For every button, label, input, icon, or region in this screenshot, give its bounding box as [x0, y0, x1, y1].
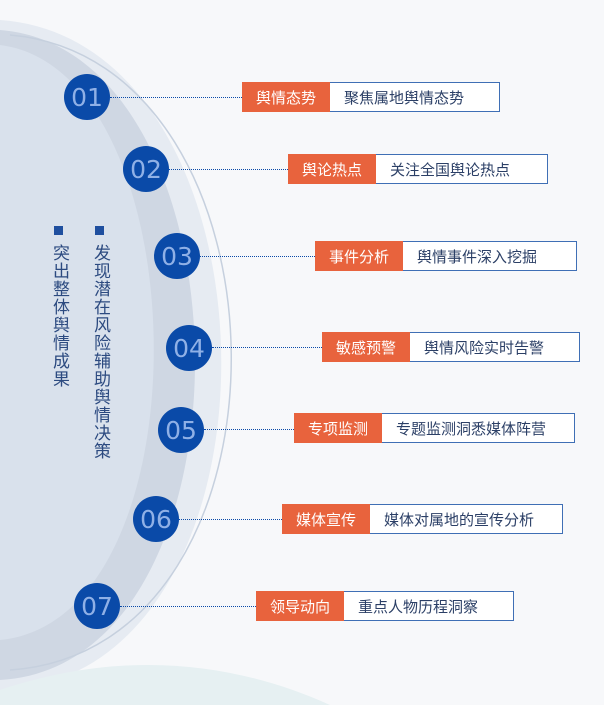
item-tag[interactable]: 专项监测 专题监测洞悉媒体阵营 [294, 413, 575, 443]
item-title: 事件分析 [315, 241, 404, 271]
number-circle: 07 [74, 583, 120, 629]
left-label-text: 突出整体舆情成果 [49, 244, 69, 388]
item-desc: 关注全国舆论热点 [390, 160, 511, 179]
item-tag[interactable]: 事件分析 舆情事件深入挖掘 [315, 241, 577, 271]
item-title: 舆情态势 [242, 82, 331, 112]
number-circle: 02 [123, 146, 169, 192]
number-circle: 01 [64, 74, 110, 120]
item-title: 舆论热点 [288, 154, 377, 184]
number-circle: 05 [158, 407, 204, 453]
square-bullet-icon [54, 226, 63, 235]
item-title: 媒体宣传 [282, 504, 371, 534]
number-circle: 06 [133, 496, 179, 542]
item-desc: 重点人物历程洞察 [358, 597, 479, 616]
item-title: 敏感预警 [322, 332, 411, 362]
item-title: 领导动向 [256, 591, 345, 621]
left-label-text: 发现潜在风险辅助舆情决策 [90, 244, 110, 460]
square-bullet-icon [95, 226, 104, 235]
left-label-col-1: 突出整体舆情成果 [48, 226, 69, 388]
item-tag[interactable]: 舆情态势 聚焦属地舆情态势 [242, 82, 500, 112]
item-tag[interactable]: 敏感预警 舆情风险实时告警 [322, 332, 580, 362]
arc-thin-line [9, 34, 232, 671]
item-desc: 舆情风险实时告警 [424, 338, 545, 357]
item-title: 专项监测 [294, 413, 383, 443]
left-label-col-2: 发现潜在风险辅助舆情决策 [89, 226, 110, 460]
item-desc: 聚焦属地舆情态势 [344, 88, 465, 107]
item-tag[interactable]: 领导动向 重点人物历程洞察 [256, 591, 514, 621]
item-tag[interactable]: 舆论热点 关注全国舆论热点 [288, 154, 548, 184]
item-desc: 媒体对属地的宣传分析 [384, 510, 535, 529]
bottom-wave [0, 664, 330, 705]
item-desc: 专题监测洞悉媒体阵营 [396, 419, 547, 438]
item-tag[interactable]: 媒体宣传 媒体对属地的宣传分析 [282, 504, 563, 534]
number-circle: 04 [166, 325, 212, 371]
item-desc: 舆情事件深入挖掘 [417, 247, 538, 266]
number-circle: 03 [154, 233, 200, 279]
arc-inner-panel [0, 45, 154, 640]
